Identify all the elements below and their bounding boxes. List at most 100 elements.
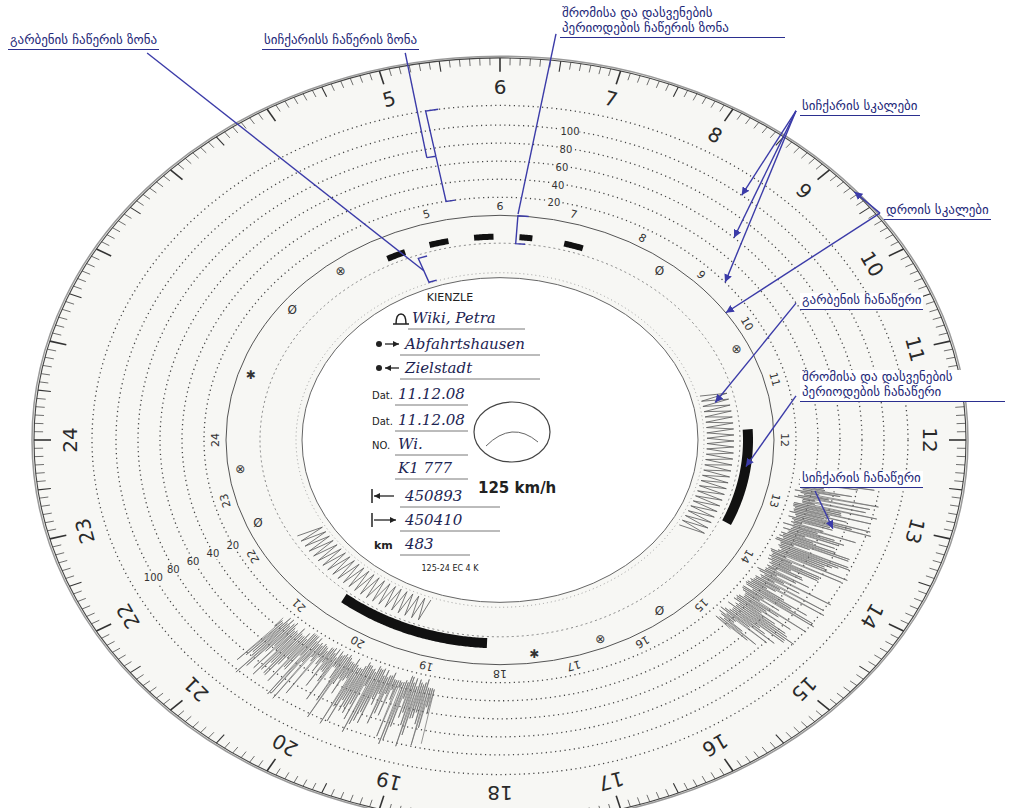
hour-number: 15 [788,673,820,705]
handwritten-entry: 483 [405,536,434,553]
odometer-arrow [374,495,394,496]
label-holder: 23 [214,492,233,510]
time-tick [754,122,759,128]
hour-number: 16 [699,730,731,760]
distance-zone-ring [296,273,704,608]
time-tick [350,795,353,802]
time-tick [628,800,631,807]
label-holder: 100 [560,122,579,138]
mode-symbol: ⊗ [235,463,245,475]
work-record [564,244,583,249]
field-line [395,405,468,406]
time-tick [322,783,327,793]
inner-hour-number: 21 [290,596,308,614]
inner-hour-number: 18 [493,668,507,679]
time-tick [684,90,688,97]
label-holder: Dat. [372,411,393,429]
label-holder: 11 [767,370,786,388]
label-holder: Abfahrtshausen [405,335,525,353]
start-arrow [385,343,399,344]
time-tick [786,732,792,738]
time-scale-ticks [34,58,966,808]
time-tick [312,90,316,97]
speed-scale-ring [204,197,796,682]
leader-line [815,491,833,529]
hour-number: 21 [180,673,212,705]
time-tick [178,711,184,716]
time-tick [479,58,480,65]
printed-field: NO. [372,440,390,452]
time-tick [570,62,571,69]
time-tick [34,448,43,449]
time-tick [599,67,601,74]
inner-hour-number: 17 [565,658,581,672]
time-tick [50,535,66,539]
time-tick [113,228,120,232]
work-record [474,237,493,238]
time-tick [294,97,298,104]
time-tick [143,681,150,686]
time-tick [914,279,922,282]
label-holder: 80 [560,140,573,156]
time-tick [720,769,724,775]
time-tick [41,374,50,375]
label-holder: 9 [792,179,815,202]
time-tick [107,235,115,239]
time-tick [130,207,140,213]
speed-scale-ring [92,105,908,774]
time-tick [499,58,501,72]
time-tick [794,147,800,153]
leader-line [147,53,424,271]
label-holder: 40 [207,544,220,560]
time-tick [746,756,751,762]
time-tick [918,591,926,594]
time-tick [193,153,199,159]
time-tick [801,153,807,159]
label-holder: K1 777 [398,459,452,477]
time-tick [303,94,307,101]
time-tick [933,317,942,319]
speed-value: 20 [226,541,239,551]
time-tick [794,727,800,733]
time-tick [150,188,157,193]
time-tick [850,681,857,686]
time-tick [45,521,54,523]
time-tick [113,648,120,652]
time-tick [770,742,775,748]
time-tick [948,365,957,366]
handwritten-entry: Wiki, Petra [412,310,496,327]
label-holder: ⊗ [235,460,245,476]
zone-bracket [516,216,529,244]
label-holder: 14 [857,600,887,632]
label-holder: 12 [778,433,794,447]
start-icon [376,341,382,347]
hour-number: 12 [920,427,940,452]
time-tick [693,94,697,101]
time-tick [956,464,965,465]
label-holder: 125 km/h [478,479,556,497]
time-tick [82,606,90,609]
leader-line [734,111,796,238]
label-holder: ⊗ [595,630,605,646]
hour-number: 17 [596,768,626,794]
label-holder: 100 [144,568,163,584]
time-tick [379,796,383,808]
speed-value: 60 [187,557,200,567]
time-tick [43,513,52,514]
time-tick [124,662,131,666]
time-tick [529,59,531,66]
time-tick [901,256,909,260]
speed-scale-ring [116,125,884,755]
field-line [408,329,525,330]
field-line [395,455,468,456]
time-tick [844,687,851,692]
label-holder: დროის სკალები [884,200,991,220]
time-tick [66,576,74,579]
time-tick [370,800,373,807]
label-holder: Wiki, Petra [412,309,496,327]
callout-label: შრომისა და დასვენების პერიოდების ჩაწერის… [560,6,785,38]
label-holder: 13 [902,516,928,546]
handwritten-entry: 450893 [405,488,462,505]
